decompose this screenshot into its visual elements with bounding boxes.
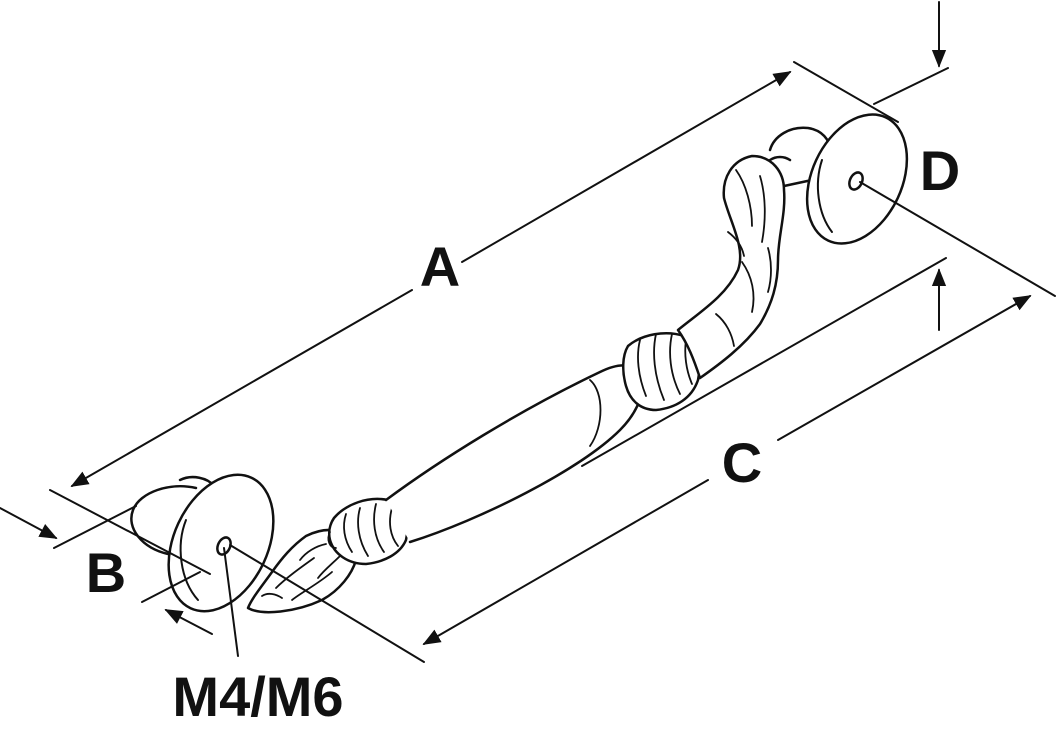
- handle: [130, 113, 909, 614]
- dimension-d: [581, 1, 949, 467]
- dimension-line-a-lower: [70, 289, 413, 487]
- extension-line-c-left: [229, 544, 425, 663]
- extension-line-d-top: [873, 67, 949, 105]
- label-d: D: [920, 139, 960, 202]
- extension-line-b-bottom: [141, 571, 201, 603]
- dimension-arrow-b-top: [0, 507, 58, 539]
- label-c: C: [722, 431, 762, 494]
- right-collar: [622, 332, 701, 412]
- dimension-line-a-upper: [461, 71, 792, 263]
- dimension-line-c-upper: [777, 295, 1032, 441]
- extension-line-b-top: [53, 505, 137, 549]
- dimensions: [0, 1, 1056, 663]
- extension-line-d-bottom: [581, 257, 947, 467]
- dimension-b: [0, 505, 213, 635]
- left-screw-hole: [216, 536, 232, 556]
- left-carved-foot: [246, 528, 358, 614]
- left-collar: [327, 497, 409, 566]
- label-thread-size: M4/M6: [172, 665, 343, 728]
- dimension-line-c-lower: [422, 479, 709, 645]
- extension-line-a-left: [49, 489, 211, 575]
- right-carved-arm: [676, 154, 786, 380]
- labels: A B C D M4/M6: [86, 139, 960, 728]
- right-base-disc: [805, 113, 909, 245]
- dimension-a: [49, 61, 899, 575]
- thread-leader-line: [223, 547, 239, 657]
- left-base-disc: [167, 473, 275, 613]
- label-b: B: [86, 541, 126, 604]
- dimension-arrow-b-bottom: [164, 609, 213, 635]
- dimension-c: [229, 181, 1056, 663]
- extension-line-c-right: [859, 181, 1056, 297]
- label-a: A: [420, 235, 460, 298]
- extension-line-a-right: [793, 61, 899, 123]
